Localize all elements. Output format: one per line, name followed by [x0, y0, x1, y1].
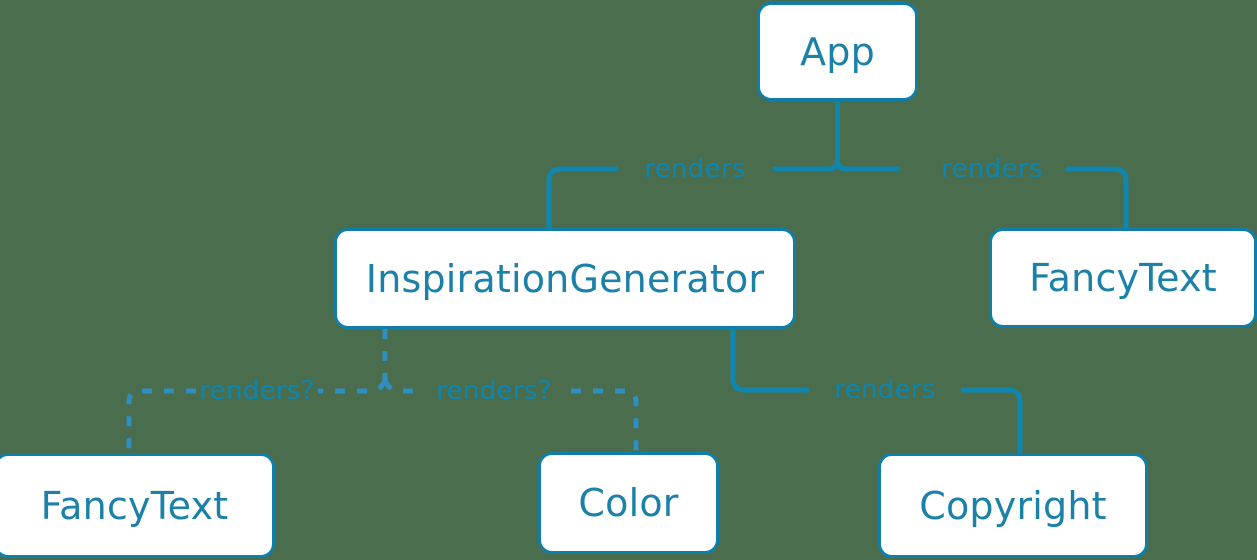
edge-app-to-fancytext-right: [1065, 166, 1129, 231]
node-app-label: App: [800, 29, 875, 74]
node-app[interactable]: App: [757, 2, 918, 101]
edge-app-trunk-right: [835, 157, 901, 172]
edge-app-trunk: [772, 98, 840, 172]
edge-label-inspirationgenerator-to-fancytext-left: renders?: [199, 376, 315, 406]
edge-inspirationgenerator-to-copyright-tail: [960, 387, 1023, 456]
edge-label-app-to-fancytext-right: renders: [941, 154, 1043, 184]
node-color-label: Color: [578, 481, 679, 525]
edge-app-to-inspirationgenerator: [546, 166, 619, 231]
node-inspiration-generator[interactable]: InspirationGenerator: [334, 228, 796, 329]
edge-inspirationgenerator-to-fancytext-left: [318, 379, 388, 394]
edge-inspirationgenerator-to-fancytext-left-tail: [126, 388, 196, 453]
edge-inspirationgenerator-to-color-tail: [571, 388, 639, 452]
node-copyright[interactable]: Copyright: [878, 453, 1148, 558]
node-fancytext-right[interactable]: FancyText: [989, 228, 1257, 328]
node-fancytext-left[interactable]: FancyText: [0, 453, 275, 558]
node-inspiration-generator-label: InspirationGenerator: [365, 256, 765, 301]
node-fancytext-left-label: FancyText: [40, 483, 229, 528]
edge-label-inspirationgenerator-to-color: renders?: [436, 376, 552, 406]
edge-inspirationgenerator-to-copyright: [730, 326, 810, 393]
node-fancytext-right-label: FancyText: [1029, 256, 1217, 300]
node-color[interactable]: Color: [538, 452, 719, 554]
edge-label-inspirationgenerator-to-copyright: renders: [834, 375, 936, 405]
edge-inspirationgenerator-to-color: [382, 379, 416, 394]
edge-label-app-to-inspirationgenerator: renders: [644, 154, 746, 184]
node-copyright-label: Copyright: [919, 483, 1107, 528]
